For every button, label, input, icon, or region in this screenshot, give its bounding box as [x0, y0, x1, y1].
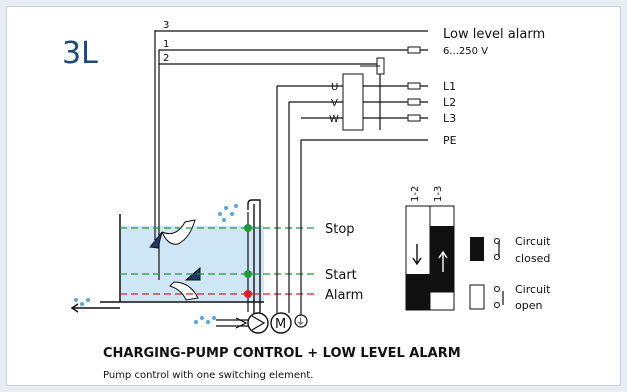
phase-l2: L2 — [443, 96, 456, 109]
pump-housing — [247, 312, 269, 334]
earth-symbol: ⏚ — [296, 317, 305, 328]
caption-subtitle: Pump control with one switching element. — [103, 370, 314, 381]
arrow-up — [438, 250, 448, 272]
contactor-body — [342, 73, 364, 131]
pump-inlet-arrow — [235, 317, 248, 329]
table-col-1-2: 1-2 — [410, 186, 421, 202]
phase-l1: L1 — [443, 80, 456, 93]
terminal-2: 2 — [163, 53, 169, 64]
table-col-1-3: 1-3 — [433, 186, 444, 202]
arrow-down — [412, 244, 422, 266]
fuse-l3 — [407, 114, 421, 122]
legend-open-line1: Circuit — [515, 283, 551, 296]
water-drops — [74, 204, 238, 324]
terminal-w: W — [329, 114, 339, 125]
outlet-arrow — [70, 303, 79, 313]
diagram-code: 3L — [62, 36, 98, 71]
legend-closed-line2: closed — [515, 252, 550, 265]
diagram-panel — [6, 6, 621, 386]
alarm-fuse — [407, 46, 421, 54]
pump-impeller — [251, 315, 266, 331]
stop-sensor-dot — [244, 224, 252, 232]
voltage-label: 6...250 V — [443, 46, 488, 57]
fuse-l1 — [407, 82, 421, 90]
start-sensor-dot — [244, 270, 252, 278]
alarm-sensor-dot — [244, 290, 252, 298]
legend-open-line2: open — [515, 299, 542, 312]
terminal-u: U — [331, 82, 338, 93]
earth-label: PE — [443, 134, 457, 147]
float-upper-outline — [161, 219, 196, 245]
switch-1-2-closed — [406, 274, 430, 310]
alarm-output-label: Low level alarm — [443, 27, 545, 42]
legend-open-contact-top — [494, 286, 500, 292]
start-label: Start — [325, 268, 357, 283]
terminal-1: 1 — [163, 39, 169, 50]
float-upper — [149, 231, 163, 249]
switch-1-3-closed — [430, 226, 454, 292]
motor-circle — [270, 312, 292, 334]
caption-title: CHARGING-PUMP CONTROL + LOW LEVEL ALARM — [103, 346, 461, 361]
terminal-3: 3 — [163, 20, 169, 31]
float-lower-outline — [169, 281, 199, 301]
legend-open-swatch — [469, 284, 485, 310]
phase-l3: L3 — [443, 112, 456, 125]
legend-closed-swatch — [470, 237, 484, 261]
legend-open-contact-bottom — [494, 302, 500, 308]
riser-pipe — [247, 199, 261, 316]
alarm-label: Alarm — [325, 288, 363, 303]
terminal-v: V — [331, 98, 338, 109]
stop-label: Stop — [325, 222, 355, 237]
legend-closed-line1: Circuit — [515, 235, 551, 248]
fuse-l2 — [407, 98, 421, 106]
motor-symbol: M — [275, 317, 286, 332]
switching-table: 1-2 1-3 — [405, 186, 455, 311]
